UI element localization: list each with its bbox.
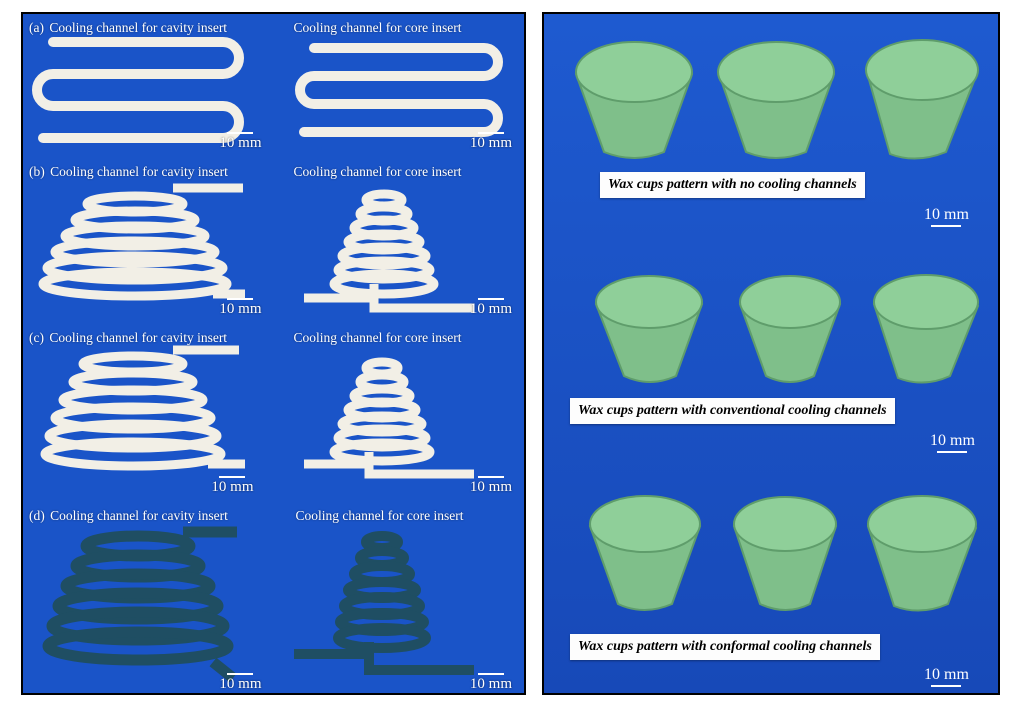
- serpentine-channel-cavity: [32, 37, 244, 143]
- cavity-channel-b: (b) Cooling channel for cavity insert 10…: [23, 158, 274, 322]
- spiral-channel-cavity: [38, 183, 245, 301]
- row-b: (b) Cooling channel for cavity insert 10…: [23, 158, 524, 322]
- scale-bar: 10 mm: [470, 673, 512, 693]
- spiral-channel-core: [303, 357, 474, 479]
- coated-spiral-channel-core: [293, 531, 474, 675]
- scale-bar: 10 mm: [470, 476, 512, 496]
- row-d: (d) Cooling channel for cavity insert 10…: [23, 502, 525, 693]
- cavity-channel-c: (c) Cooling channel for cavity insert 10…: [23, 324, 274, 500]
- cavity-channel-d: (d) Cooling channel for cavity insert 10…: [23, 502, 274, 693]
- wax-cups-group-1: Wax cups pattern with no cooling channel…: [544, 14, 998, 240]
- wax-cups-group-2: Wax cups pattern with conventional cooli…: [544, 246, 998, 468]
- wax-cups-row: [574, 39, 979, 160]
- caption: Cooling channel for core insert: [293, 20, 462, 35]
- scale-bar: 10 mm: [470, 298, 512, 318]
- cavity-channel-a: (a) Cooling channel for cavity insert 10…: [23, 14, 274, 156]
- caption-card: Wax cups pattern with conventional cooli…: [570, 398, 895, 424]
- scale-bar: 10 mm: [219, 132, 262, 152]
- channels-figure: (a) Cooling channel for cavity insert 10…: [21, 12, 526, 695]
- spiral-channel-cavity: [40, 345, 245, 471]
- scale-bar: 10 mm: [470, 132, 512, 152]
- caption: Cooling channel for core insert: [295, 508, 464, 523]
- scale-bar: 10 mm: [924, 666, 969, 687]
- caption: (d) Cooling channel for cavity insert: [29, 508, 228, 523]
- caption: Cooling channel for core insert: [293, 164, 462, 179]
- spiral-channel-core: [303, 189, 474, 313]
- core-channel-a: Cooling channel for core insert 10 mm: [274, 14, 525, 156]
- wax-cups-group-3: Wax cups pattern with conformal cooling …: [544, 470, 998, 693]
- caption: (b) Cooling channel for cavity insert: [29, 164, 228, 179]
- scale-bar: 10 mm: [219, 298, 262, 318]
- row-a: (a) Cooling channel for cavity insert 10…: [23, 14, 524, 156]
- wax-cups-figure: Wax cups pattern with no cooling channel…: [542, 12, 1000, 695]
- wax-cups-row: [594, 274, 980, 384]
- wax-cups-row: [588, 495, 978, 612]
- row-c: (c) Cooling channel for cavity insert 10…: [23, 324, 524, 500]
- caption: Cooling channel for core insert: [293, 330, 462, 345]
- serpentine-channel-core: [294, 43, 503, 137]
- scale-bar: 10 mm: [924, 206, 969, 227]
- scale-bar: 10 mm: [219, 673, 262, 693]
- caption: (c) Cooling channel for cavity insert: [29, 330, 228, 345]
- caption-card: Wax cups pattern with no cooling channel…: [600, 172, 865, 198]
- caption-card: Wax cups pattern with conformal cooling …: [570, 634, 880, 660]
- caption: (a) Cooling channel for cavity insert: [29, 20, 228, 35]
- coated-spiral-channel-cavity: [42, 526, 237, 683]
- core-channel-d: Cooling channel for core insert 10 mm: [274, 502, 525, 693]
- scale-bar: 10 mm: [211, 476, 254, 496]
- core-channel-c: Cooling channel for core insert 10 mm: [274, 324, 525, 500]
- core-channel-b: Cooling channel for core insert 10 mm: [274, 158, 525, 322]
- scale-bar: 10 mm: [930, 432, 975, 453]
